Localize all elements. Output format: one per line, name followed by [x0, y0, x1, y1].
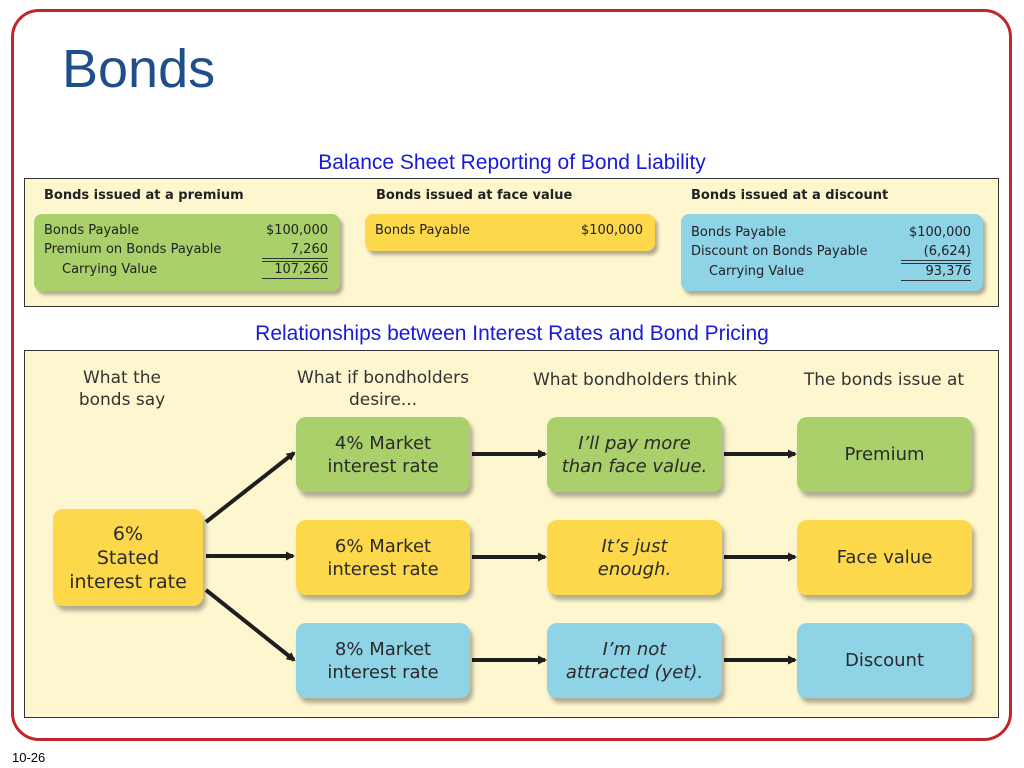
issue-result-box: Face value	[797, 520, 972, 595]
face-value-header: Bonds issued at face value	[376, 188, 573, 203]
discount-card: Bonds Payable $100,000 Discount on Bonds…	[681, 214, 983, 291]
market-rate-label: 6% Market interest rate	[327, 535, 439, 580]
bondholder-thought-box: I’ll pay more than face value.	[547, 417, 722, 492]
discount-row: Bonds Payable $100,000	[691, 225, 971, 243]
col-header-bonds-issue-at: The bonds issue at	[803, 370, 965, 390]
balance-sheet-heading: Balance Sheet Reporting of Bond Liabilit…	[318, 151, 706, 174]
market-rate-box: 8% Market interest rate	[296, 623, 470, 698]
premium-row: Bonds Payable $100,000	[44, 223, 328, 241]
premium-row: Premium on Bonds Payable 7,260	[44, 242, 328, 260]
issue-result-label: Premium	[844, 444, 925, 465]
market-rate-label: 8% Market interest rate	[327, 638, 439, 683]
issue-result-label: Face value	[836, 547, 933, 568]
discount-row-value: 93,376	[901, 263, 971, 281]
pricing-heading: Relationships between Interest Rates and…	[255, 322, 769, 345]
bondholder-thought-label: I’m not attracted (yet).	[565, 638, 704, 683]
discount-row: Carrying Value 93,376	[691, 263, 971, 282]
discount-row-label: Carrying Value	[709, 264, 805, 279]
issue-result-label: Discount	[844, 650, 925, 671]
discount-row-value: (6,624)	[901, 244, 971, 261]
arrow-stated-to-8pct	[204, 588, 296, 662]
discount-row-label: Bonds Payable	[691, 225, 787, 240]
market-rate-box: 4% Market interest rate	[296, 417, 470, 492]
premium-card: Bonds Payable $100,000 Premium on Bonds …	[34, 214, 340, 291]
col-header-bondholders-think: What bondholders think	[532, 370, 737, 390]
face-value-row-label: Bonds Payable	[375, 223, 471, 238]
slide-frame	[11, 9, 1012, 741]
discount-header: Bonds issued at a discount	[691, 188, 889, 203]
premium-row-value: 107,260	[262, 261, 328, 279]
premium-row-label: Premium on Bonds Payable	[44, 242, 222, 257]
premium-row-value: 7,260	[262, 242, 328, 259]
market-rate-label: 4% Market interest rate	[327, 432, 439, 477]
premium-row-label: Carrying Value	[62, 262, 158, 277]
face-value-card: Bonds Payable $100,000	[365, 214, 655, 251]
premium-row-label: Bonds Payable	[44, 223, 140, 238]
issue-result-box: Premium	[797, 417, 972, 492]
bondholder-thought-label: It’s just enough.	[597, 535, 672, 580]
discount-row-label: Discount on Bonds Payable	[691, 244, 868, 259]
premium-header: Bonds issued at a premium	[44, 188, 244, 203]
premium-row: Carrying Value 107,260	[44, 261, 328, 280]
bondholder-thought-box: I’m not attracted (yet).	[547, 623, 722, 698]
premium-row-value: $100,000	[265, 223, 328, 238]
balance-sheet-panel: Bonds issued at a premium Bonds issued a…	[24, 178, 999, 307]
discount-row: Discount on Bonds Payable (6,624)	[691, 244, 971, 262]
bondholder-thought-label: I’ll pay more than face value.	[561, 432, 708, 477]
bondholder-thought-box: It’s just enough.	[547, 520, 722, 595]
stated-rate-box: 6% Stated interest rate	[53, 509, 203, 606]
face-value-row-value: $100,000	[580, 223, 643, 238]
col-header-bondholders-desire: What if bondholders desire...	[297, 368, 469, 410]
col-header-bonds-say: What the bonds say	[78, 368, 166, 410]
issue-result-box: Discount	[797, 623, 972, 698]
discount-row-value: $100,000	[908, 225, 971, 240]
slide-number: 10-26	[12, 750, 46, 765]
slide-title: Bonds	[62, 39, 216, 99]
market-rate-box: 6% Market interest rate	[296, 520, 470, 595]
stated-rate-label: 6% Stated interest rate	[69, 522, 187, 593]
arrow-stated-to-4pct	[204, 451, 296, 524]
face-value-row: Bonds Payable $100,000	[375, 223, 643, 241]
